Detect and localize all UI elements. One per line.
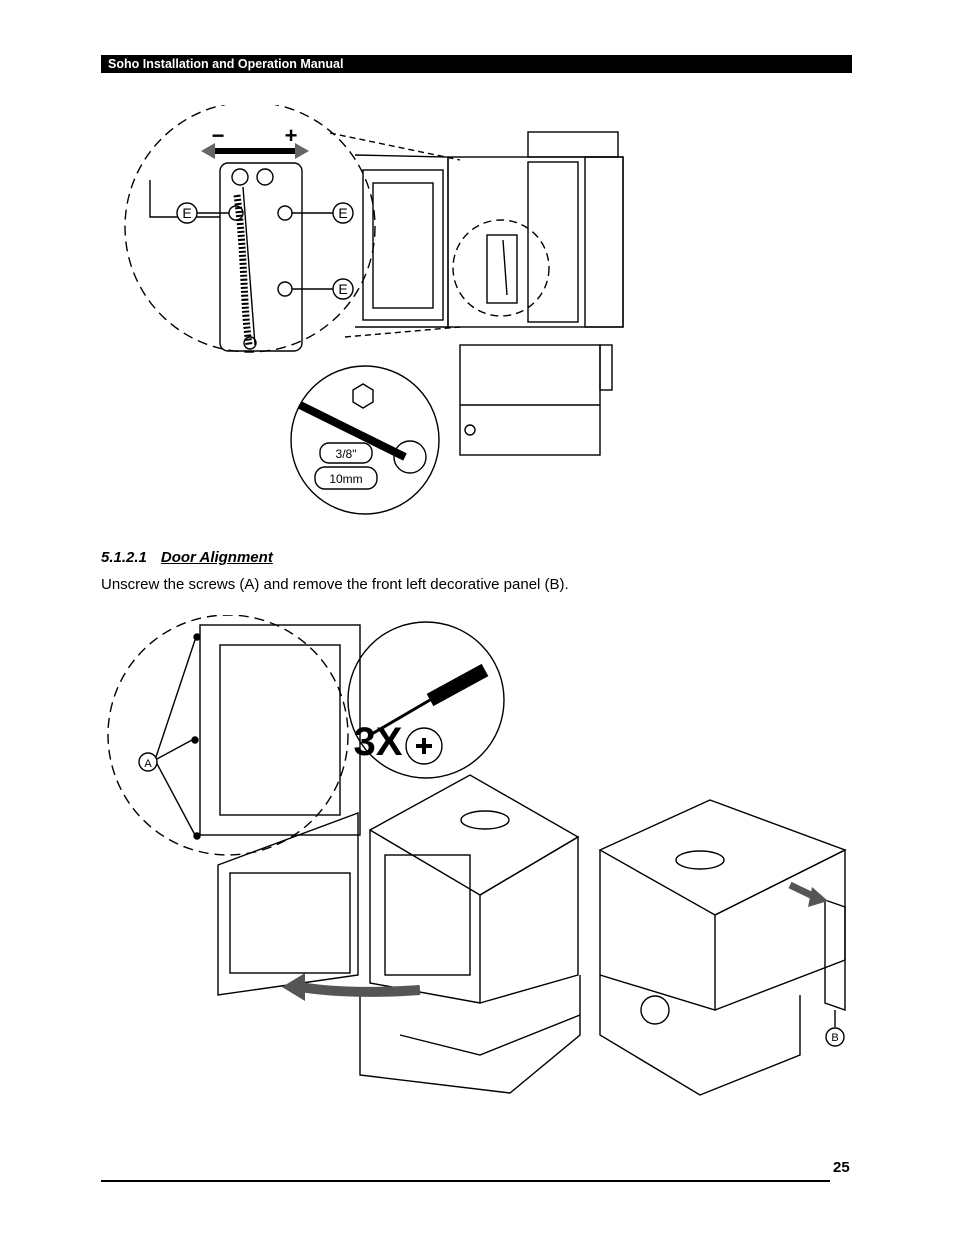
phillips-screw-icon: [416, 738, 432, 754]
wrench-detail-circle: [290, 365, 440, 515]
panel-removal-figure: 3X A B: [107, 615, 847, 1096]
manual-header: Soho Installation and Operation Manual: [101, 55, 852, 73]
adjust-minus-symbol: −: [212, 123, 225, 148]
hex-bolt-icon: [352, 383, 374, 409]
quantity-multiplier: 3X: [354, 720, 403, 764]
door-swing-arrow-icon: [299, 982, 421, 997]
door-latch-adjustment-figure: E E E − + 3/8" 10mm: [124, 105, 624, 515]
callout-a: A: [144, 758, 152, 770]
page-number: 25: [833, 1159, 850, 1176]
section-heading: 5.1.2.1 Door Alignment: [101, 549, 273, 566]
callout-e-left: E: [182, 205, 191, 221]
stove-front-illustration: [217, 774, 581, 1094]
callout-e-right-bottom: E: [338, 281, 347, 297]
manual-title: Soho Installation and Operation Manual: [108, 57, 344, 71]
tool-size-metric: 10mm: [329, 472, 362, 486]
instruction-text: Unscrew the screws (A) and remove the fr…: [101, 576, 569, 593]
stove-rear-illustration: [598, 799, 847, 1096]
decorative-panel-b: [824, 899, 846, 1011]
screws-detail-circle: [107, 615, 349, 856]
callout-b: B: [831, 1032, 838, 1044]
section-title: Door Alignment: [160, 549, 273, 566]
detail-magnifier-small: [452, 219, 550, 317]
footer-rule: [101, 1180, 830, 1182]
section-number: 5.1.2.1: [101, 549, 147, 566]
stove-top-view-illustration: [354, 131, 624, 456]
callout-e-right-top: E: [338, 205, 347, 221]
adjust-plus-symbol: +: [285, 123, 298, 148]
screwdriver-detail-circle: [347, 621, 505, 779]
detail-magnifier-large: [124, 105, 376, 353]
tool-size-imperial: 3/8": [336, 447, 357, 461]
